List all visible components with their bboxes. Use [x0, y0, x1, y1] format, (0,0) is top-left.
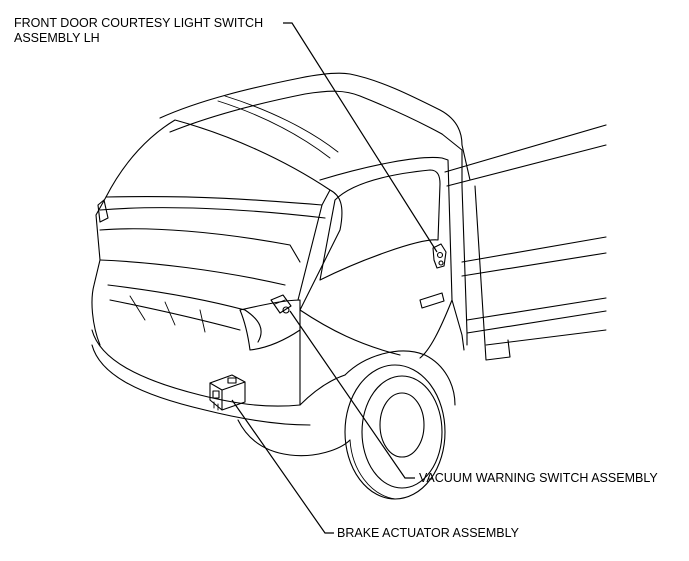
front-door-switch-label-line1: FRONT DOOR COURTESY LIGHT SWITCH [14, 16, 264, 30]
cab-body [99, 72, 471, 359]
cab-front [91, 196, 351, 457]
vacuum-switch-label: VACUUM WARNING SWITCH ASSEMBLY [419, 471, 658, 485]
vacuum-warning-switch-component [270, 294, 292, 314]
front-door-switch-label-line2: ASSEMBLY LH [14, 31, 100, 45]
brake-actuator-component [209, 374, 246, 411]
vacuum-switch-leader [289, 310, 415, 479]
cargo-bed [444, 124, 607, 361]
front-wheel [344, 350, 456, 500]
leader-lines [231, 22, 438, 534]
front-door-switch-leader [283, 22, 438, 253]
brake-actuator-label: BRAKE ACTUATOR ASSEMBLY [337, 526, 520, 540]
brake-actuator-leader [231, 399, 334, 534]
door-courtesy-switch-component [432, 243, 447, 269]
front-door-switch-label: FRONT DOOR COURTESY LIGHT SWITCH ASSEMBL… [14, 16, 263, 46]
